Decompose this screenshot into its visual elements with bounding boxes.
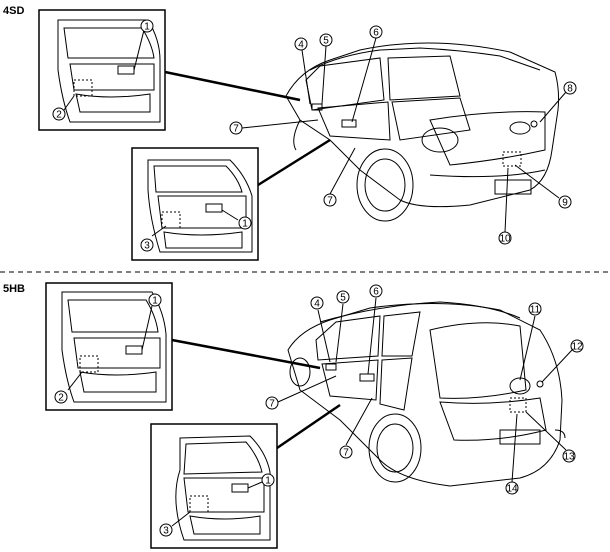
- sedan-car-illustration: [285, 42, 560, 222]
- callout-3: 3: [163, 526, 169, 537]
- section-5hb: 5HB 1 2: [3, 282, 584, 549]
- callout-5: 5: [340, 293, 346, 304]
- callout-12: 12: [571, 342, 583, 353]
- callout-2: 2: [56, 110, 62, 121]
- callout-4: 4: [298, 40, 304, 51]
- rear-door-panel-4sd: 1 3: [131, 147, 259, 261]
- section-label-5hb: 5HB: [3, 283, 25, 295]
- car-callouts-5hb: 4 5 6 7 7 11 12 13 14: [265, 284, 584, 495]
- callout-6: 6: [373, 287, 379, 298]
- callout-14: 14: [506, 484, 518, 495]
- leader-line: [276, 403, 341, 450]
- section-label-4sd: 4SD: [3, 5, 24, 17]
- callout-2: 2: [58, 393, 64, 404]
- front-door-panel-5hb: 1 2: [45, 282, 173, 411]
- door-module-outline: [73, 79, 93, 97]
- callout-13: 13: [563, 452, 575, 463]
- callout-3: 3: [144, 241, 150, 252]
- leader-line: [164, 70, 301, 102]
- front-door-panel-4sd: 1 2: [38, 9, 166, 131]
- section-4sd: 4SD 1 2: [3, 5, 577, 261]
- callout-1: 1: [242, 219, 248, 230]
- callout-7: 7: [327, 196, 333, 207]
- hatchback-car-illustration: [287, 301, 566, 487]
- callout-6: 6: [373, 28, 379, 39]
- callout-8: 8: [567, 84, 573, 95]
- leader-line: [257, 138, 331, 187]
- rear-door-panel-5hb: 1 3: [150, 423, 278, 549]
- callout-5: 5: [323, 36, 329, 47]
- callout-7: 7: [233, 124, 239, 135]
- door-switch-icon: [117, 65, 135, 75]
- callout-10: 10: [499, 234, 511, 245]
- callout-9: 9: [562, 198, 568, 209]
- callout-7: 7: [269, 399, 275, 410]
- callout-11: 11: [530, 305, 541, 316]
- callout-1: 1: [144, 22, 150, 33]
- leader-line: [171, 338, 321, 370]
- callout-7: 7: [343, 448, 349, 459]
- callout-1: 1: [265, 476, 271, 487]
- callout-1: 1: [152, 296, 158, 307]
- callout-4: 4: [314, 299, 320, 310]
- car-callouts-4sd: 4 5 6 7 7 8 9 10: [229, 25, 577, 245]
